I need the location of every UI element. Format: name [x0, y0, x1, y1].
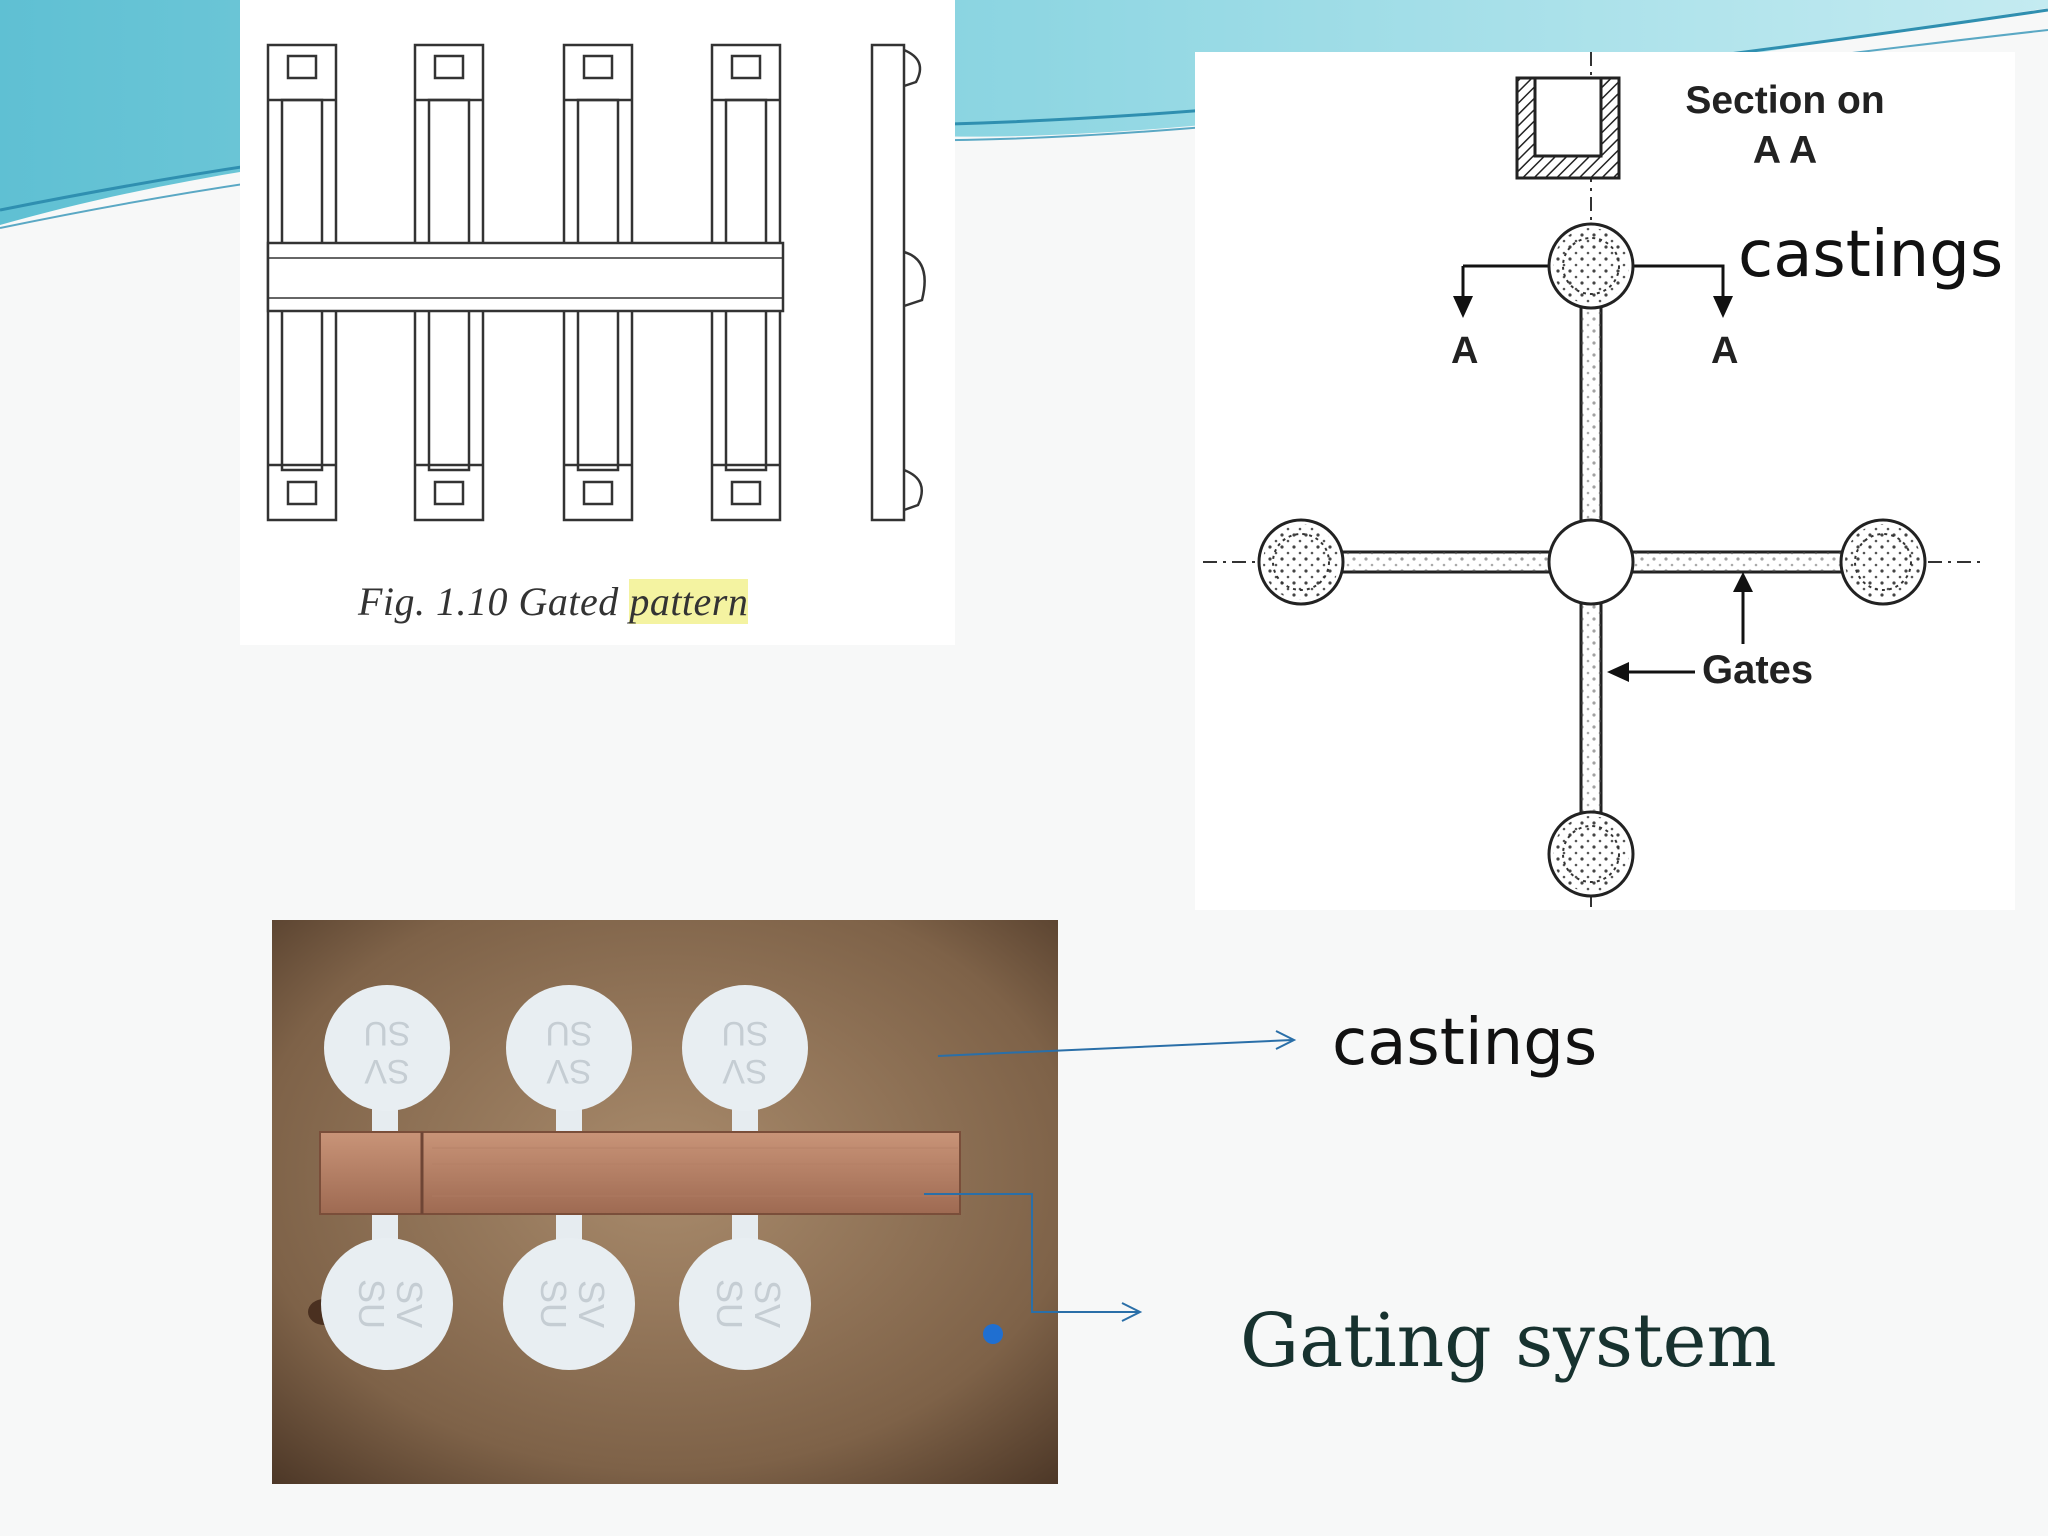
pattern-side-view — [870, 43, 906, 522]
caption-highlight: pattern — [629, 579, 749, 624]
section-label: Section on A A — [1680, 76, 1890, 176]
photo-disc-text: SU — [545, 1014, 592, 1052]
sprue-circle — [1547, 518, 1635, 606]
photo-disc-text: SV — [722, 1052, 768, 1090]
pattern-core-print — [582, 54, 614, 80]
pattern-core-print — [582, 480, 614, 506]
photo-disc-text: SU — [363, 1014, 410, 1052]
section-a-right-label: A — [1711, 330, 1739, 372]
pattern-core-print — [730, 480, 762, 506]
casting-top — [1547, 222, 1635, 310]
pattern-core-print — [730, 54, 762, 80]
gate-arrow-up-icon — [1733, 572, 1753, 592]
casting-bottom — [1547, 810, 1635, 898]
section-label-line1: Section on — [1685, 79, 1885, 122]
figure-caption: Fig. 1.10 Gated pattern — [358, 578, 838, 625]
pattern-side-boss — [903, 250, 926, 308]
pattern-side-boss — [903, 468, 923, 512]
photo-disc: SV SU — [679, 1238, 811, 1370]
gating-cross-drawing — [1203, 52, 1980, 910]
castings-label-top: castings — [1738, 218, 2004, 292]
photo-disc-text: SU — [533, 1279, 574, 1329]
pattern-core-print — [286, 54, 318, 80]
caption-prefix: Fig. 1.10 Gated — [358, 579, 630, 624]
gating-system-label: Gating system — [1240, 1298, 1777, 1384]
photo-disc-text: SU — [721, 1014, 768, 1052]
photo-disc-text: SV — [364, 1052, 410, 1090]
pattern-side-boss — [903, 48, 922, 88]
gated-pattern-figure — [240, 0, 955, 645]
gates-label: Gates — [1702, 648, 1814, 692]
gating-cross-figure — [1195, 52, 2015, 910]
casting-left — [1257, 518, 1345, 606]
arrow-a-right-icon — [1713, 296, 1733, 318]
photo-disc: SV SU — [503, 1238, 635, 1370]
section-a-left-label: A — [1451, 330, 1479, 372]
photo-disc-text: SV — [546, 1052, 592, 1090]
castings-arrow-icon — [1275, 1030, 1297, 1050]
pattern-core-print — [286, 480, 318, 506]
photo-disc: SV SU — [324, 985, 450, 1111]
photo-disc-text: SV — [747, 1280, 788, 1328]
gated-pattern-drawing — [266, 43, 926, 522]
casting-right — [1839, 518, 1927, 606]
photo-disc-text: SU — [351, 1279, 392, 1329]
pattern-gate-runner — [266, 241, 785, 313]
pattern-core-print — [433, 54, 465, 80]
pattern-core-print — [433, 480, 465, 506]
pattern-photo: SV SU SV SU SV SU SV SU SV SU — [272, 920, 1058, 1484]
gate-arrow-left-icon — [1607, 662, 1629, 682]
bullet-dot — [983, 1324, 1003, 1344]
photo-disc-text: SU — [709, 1279, 750, 1329]
photo-disc-text: SV — [571, 1280, 612, 1328]
arrow-a-left-icon — [1453, 296, 1473, 318]
gating-arrow-icon — [1121, 1302, 1143, 1322]
photo-disc: SV SU — [321, 1238, 453, 1370]
section-label-line2: A A — [1752, 129, 1818, 172]
photo-disc-text: SV — [389, 1280, 430, 1328]
photo-disc: SV SU — [682, 985, 808, 1111]
castings-label-mid: castings — [1332, 1006, 1598, 1080]
photo-disc: SV SU — [506, 985, 632, 1111]
pattern-photo-illustration: SV SU SV SU SV SU SV SU SV SU — [272, 920, 1058, 1484]
